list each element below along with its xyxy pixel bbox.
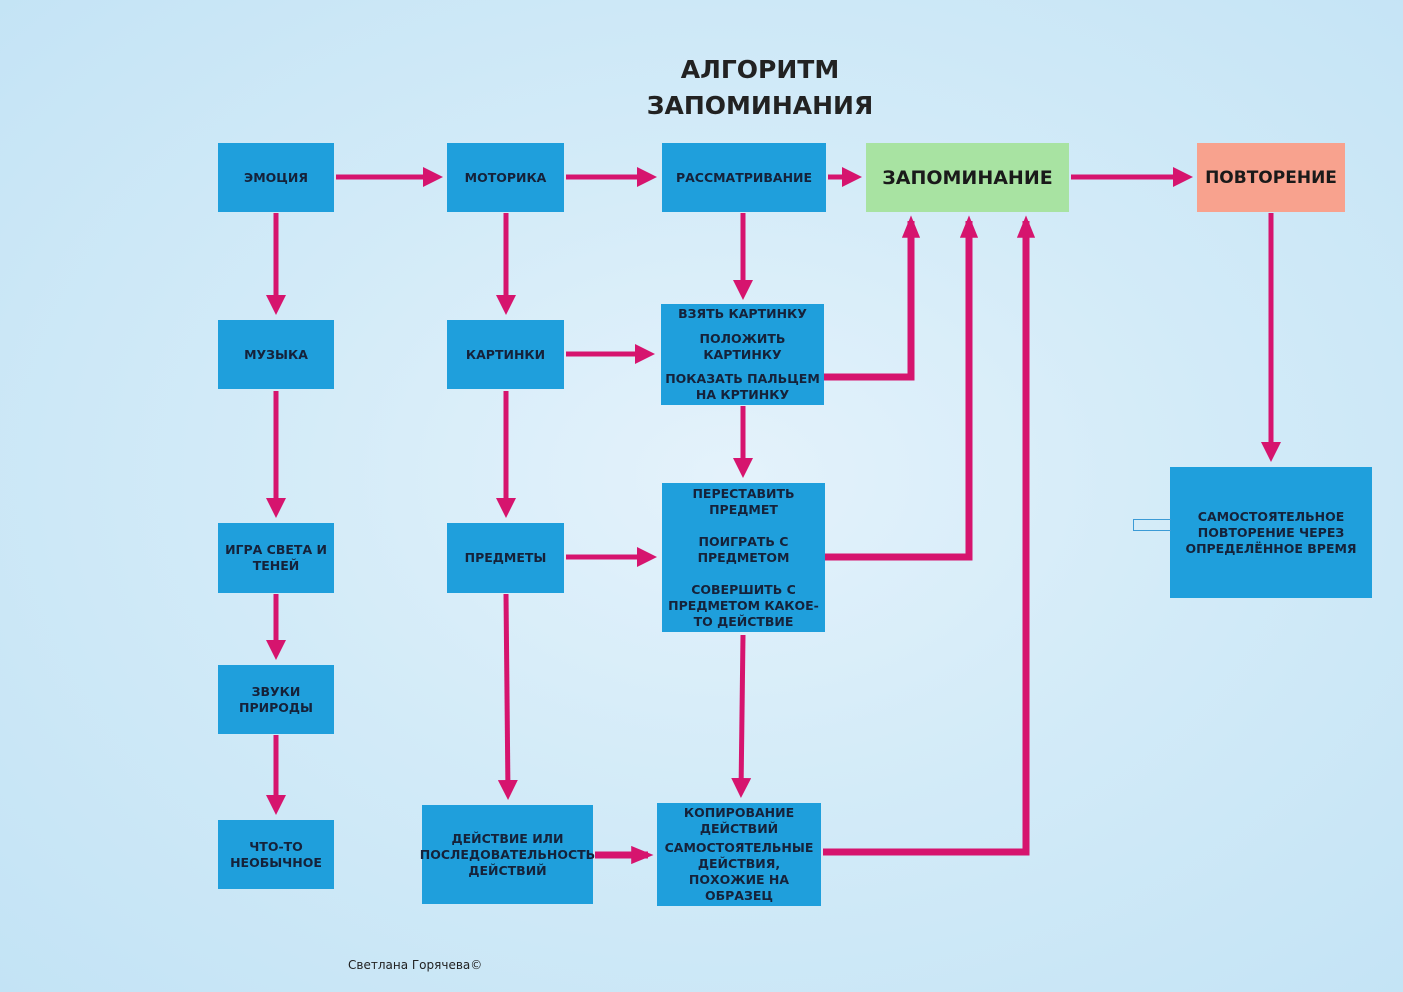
picture-action-take: ВЗЯТЬ КАРТИНКУ [678, 306, 807, 321]
arrow-copy-memorization [823, 215, 1036, 856]
node-memorization-label: ЗАПОМИНАНИЕ [882, 166, 1053, 189]
node-repetition-label: ПОВТОРЕНИЕ [1205, 167, 1337, 188]
node-music: МУЗЫКА [218, 320, 334, 389]
node-light-play-label: ИГРА СВЕТА И ТЕНЕЙ [225, 542, 327, 573]
copy-action-copy: КОПИРОВАНИЕ ДЕЙСТВИЙ [683, 805, 795, 836]
node-pictures: КАРТИНКИ [447, 320, 564, 389]
picture-action-point: ПОКАЗАТЬ ПАЛЬЦЕМ НА КРТИНКУ [665, 371, 820, 402]
node-objects: ПРЕДМЕТЫ [447, 523, 564, 593]
node-independent-repeat: САМОСТОЯТЕЛЬНОЕ ПОВТОРЕНИЕ ЧЕРЕЗ ОПРЕДЕЛ… [1170, 467, 1372, 598]
node-unusual-label: ЧТО-ТО НЕОБЫЧНОЕ [230, 838, 322, 870]
title-line-2: ЗАПОМИНАНИЯ [646, 91, 874, 120]
object-action-play: ПОИГРАТЬ С ПРЕДМЕТОМ [697, 533, 790, 565]
node-repetition: ПОВТОРЕНИЕ [1197, 143, 1345, 212]
copy-action-independent: САМОСТОЯТЕЛЬНЫЕ ДЕЙСТВИЯ, ПОХОЖИЕ НА ОБР… [664, 840, 814, 903]
node-light-play: ИГРА СВЕТА И ТЕНЕЙ [218, 523, 334, 593]
node-copy-actions: КОПИРОВАНИЕ ДЕЙСТВИЙ САМОСТОЯТЕЛЬНЫЕ ДЕЙ… [657, 803, 821, 906]
node-motor: МОТОРИКА [447, 143, 564, 212]
node-viewing: РАССМАТРИВАНИЕ [662, 143, 826, 212]
object-action-act: СОВЕРШИТЬ С ПРЕДМЕТОМ КАКОЕ-ТО ДЕЙСТВИЕ [668, 581, 819, 629]
node-emotion: ЭМОЦИЯ [218, 143, 334, 212]
arrow-objects-action [497, 593, 518, 800]
node-object-actions: ПЕРЕСТАВИТЬ ПРЕДМЕТ ПОИГРАТЬ С ПРЕДМЕТОМ… [662, 483, 825, 632]
diagram-title: АЛГОРИТМ ЗАПОМИНАНИЯ [600, 52, 920, 124]
node-motor-label: МОТОРИКА [464, 169, 547, 185]
outline-marker [1133, 519, 1171, 531]
title-line-1: АЛГОРИТМ [680, 55, 840, 84]
author-credit: Светлана Горячева© [348, 958, 483, 972]
node-memorization: ЗАПОМИНАНИЕ [866, 143, 1069, 212]
node-independent-repeat-label: САМОСТОЯТЕЛЬНОЕ ПОВТОРЕНИЕ ЧЕРЕЗ ОПРЕДЕЛ… [1185, 508, 1357, 556]
picture-action-put: ПОЛОЖИТЬ КАРТИНКУ [699, 330, 786, 362]
node-action-sequence: ДЕЙСТВИЕ ИЛИ ПОСЛЕДОВАТЕЛЬНОСТЬ ДЕЙСТВИЙ [419, 805, 596, 904]
node-picture-actions: ВЗЯТЬ КАРТИНКУ ПОЛОЖИТЬ КАРТИНКУ ПОКАЗАТ… [661, 304, 824, 405]
node-unusual: ЧТО-ТО НЕОБЫЧНОЕ [218, 820, 334, 889]
node-pictures-label: КАРТИНКИ [465, 346, 546, 362]
node-objects-label: ПРЕДМЕТЫ [464, 550, 547, 565]
node-viewing-label: РАССМАТРИВАНИЕ [675, 169, 813, 185]
node-nature-sounds: ЗВУКИ ПРИРОДЫ [218, 665, 334, 734]
node-action-sequence-label: ДЕЙСТВИЕ ИЛИ ПОСЛЕДОВАТЕЛЬНОСТЬ ДЕЙСТВИЙ [419, 830, 596, 878]
arrow-picture-actions-memorization [823, 215, 921, 381]
arrow-object-copy-actions [731, 634, 752, 798]
object-action-move: ПЕРЕСТАВИТЬ ПРЕДМЕТ [692, 485, 795, 517]
arrow-object-actions-memorization [823, 215, 979, 561]
node-music-label: МУЗЫКА [244, 346, 308, 362]
node-emotion-label: ЭМОЦИЯ [244, 169, 308, 185]
node-nature-sounds-label: ЗВУКИ ПРИРОДЫ [239, 683, 313, 715]
